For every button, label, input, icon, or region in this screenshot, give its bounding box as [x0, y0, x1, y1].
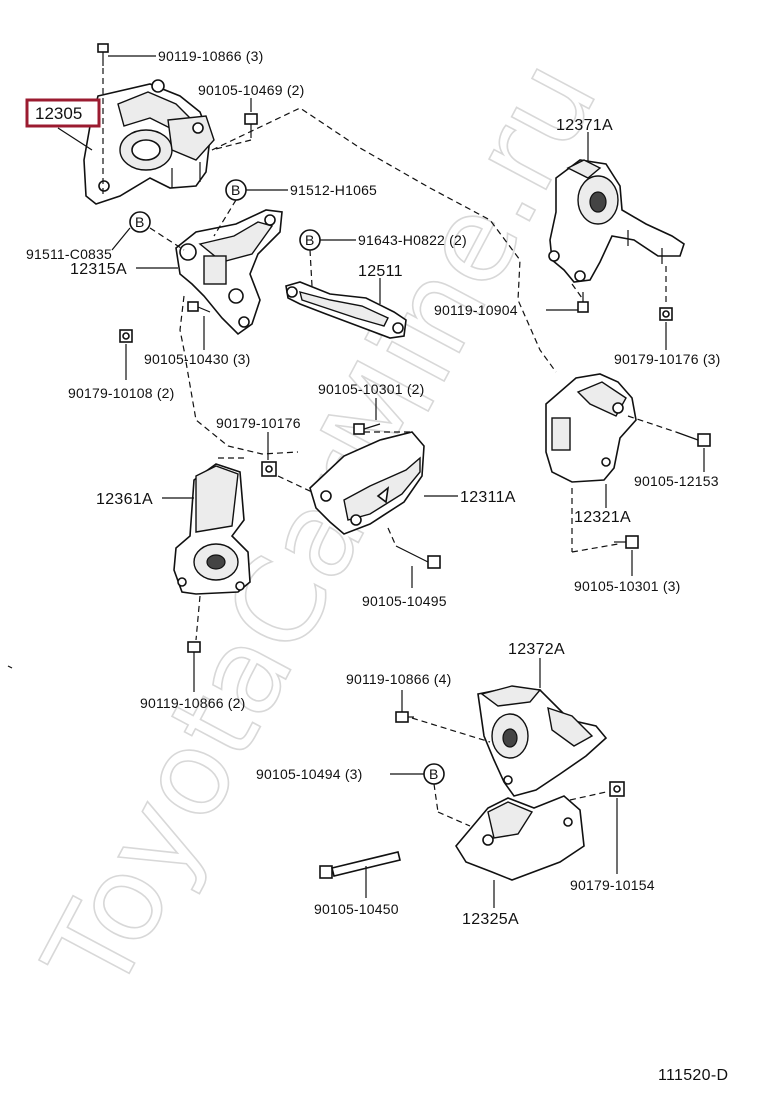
label-90179-10176-center[interactable]: 90179-10176	[216, 415, 301, 431]
label-90105-10495[interactable]: 90105-10495	[362, 593, 447, 609]
bolt-90105-10301-r-icon[interactable]	[614, 535, 639, 549]
label-12511[interactable]: 12511	[358, 263, 403, 280]
callout-b-90105-10494: B	[423, 763, 445, 785]
label-12321A[interactable]: 12321A	[574, 509, 631, 526]
label-90105-10430[interactable]: 90105-10430 (3)	[144, 351, 251, 367]
bolt-90119-10866-bl-icon[interactable]	[187, 641, 201, 664]
label-90119-10866-bl[interactable]: 90119-10866 (2)	[140, 695, 245, 711]
svg-text:B: B	[231, 182, 241, 198]
label-12305[interactable]: 12305	[35, 104, 82, 123]
label-12371A[interactable]: 12371A	[556, 117, 613, 134]
label-90119-10866-b[interactable]: 90119-10866 (4)	[346, 671, 451, 687]
label-90179-10176-right[interactable]: 90179-10176 (3)	[614, 351, 721, 367]
part-12511-illustration[interactable]	[285, 281, 407, 339]
svg-text:B: B	[305, 232, 315, 248]
nut-90179-10154-icon[interactable]	[609, 781, 625, 797]
label-12372A[interactable]: 12372A	[508, 641, 565, 658]
nut-90179-10176-right-icon[interactable]	[659, 307, 673, 321]
label-90179-10108[interactable]: 90179-10108 (2)	[68, 385, 175, 401]
label-91512-H1065[interactable]: 91512-H1065	[290, 182, 377, 198]
label-90105-10494[interactable]: 90105-10494 (3)	[256, 766, 363, 782]
label-90105-10450[interactable]: 90105-10450	[314, 901, 399, 917]
label-90105-10301-right[interactable]: 90105-10301 (3)	[574, 578, 681, 594]
part-12311A-illustration[interactable]	[309, 431, 425, 535]
label-90179-10154[interactable]: 90179-10154	[570, 877, 655, 893]
label-12315A[interactable]: 12315A	[70, 261, 127, 278]
label-90119-10904[interactable]: 90119-10904	[434, 302, 518, 318]
label-91511-C0835[interactable]: 91511-C0835	[26, 246, 112, 262]
part-12371A-illustration[interactable]	[548, 159, 685, 283]
label-90105-12153[interactable]: 90105-12153	[634, 473, 719, 489]
label-91643-H0822[interactable]: 91643-H0822 (2)	[358, 232, 467, 248]
bolt-90119-10904-icon[interactable]	[577, 292, 589, 313]
bolt-90105-10430-icon[interactable]	[187, 301, 211, 313]
part-12321A-illustration[interactable]	[545, 373, 637, 483]
part-12372A-illustration[interactable]	[477, 685, 608, 797]
nut-90179-10108-icon[interactable]	[119, 329, 133, 343]
bolt-90105-10495-icon[interactable]	[395, 545, 441, 569]
svg-text:B: B	[135, 214, 145, 230]
bolt-90119-10866-b-icon[interactable]	[395, 711, 414, 723]
callout-b-91643: B	[299, 229, 321, 251]
label-90119-10866-top[interactable]: 90119-10866 (3)	[158, 48, 263, 64]
label-12311A[interactable]: 12311A	[460, 489, 516, 506]
label-90105-10469[interactable]: 90105-10469 (2)	[198, 82, 305, 98]
callout-b-91511: B	[129, 211, 151, 233]
label-90105-10301-top[interactable]: 90105-10301 (2)	[318, 381, 425, 397]
callout-b-91512: B	[225, 179, 247, 201]
label-12325A[interactable]: 12325A	[462, 911, 519, 928]
part-12315A-illustration[interactable]	[175, 209, 283, 336]
svg-text:B: B	[429, 766, 439, 782]
bolt-90105-12153-icon[interactable]	[675, 431, 711, 447]
part-12325A-illustration[interactable]	[455, 795, 585, 881]
diagram-id: 111520-D	[658, 1067, 728, 1084]
nut-90179-10176-center-icon[interactable]	[261, 461, 277, 477]
bolt-90105-10450-icon[interactable]	[319, 851, 401, 879]
bolt-90119-10866-top-icon[interactable]	[97, 43, 109, 66]
part-12361A-illustration[interactable]	[173, 463, 251, 595]
bolt-90105-10469-icon[interactable]	[244, 113, 258, 138]
label-12361A[interactable]: 12361A	[96, 491, 153, 508]
part-12305-illustration[interactable]	[83, 79, 215, 205]
bolt-90105-10301-top-icon[interactable]	[353, 423, 381, 435]
highlight-box-12305	[25, 98, 101, 128]
